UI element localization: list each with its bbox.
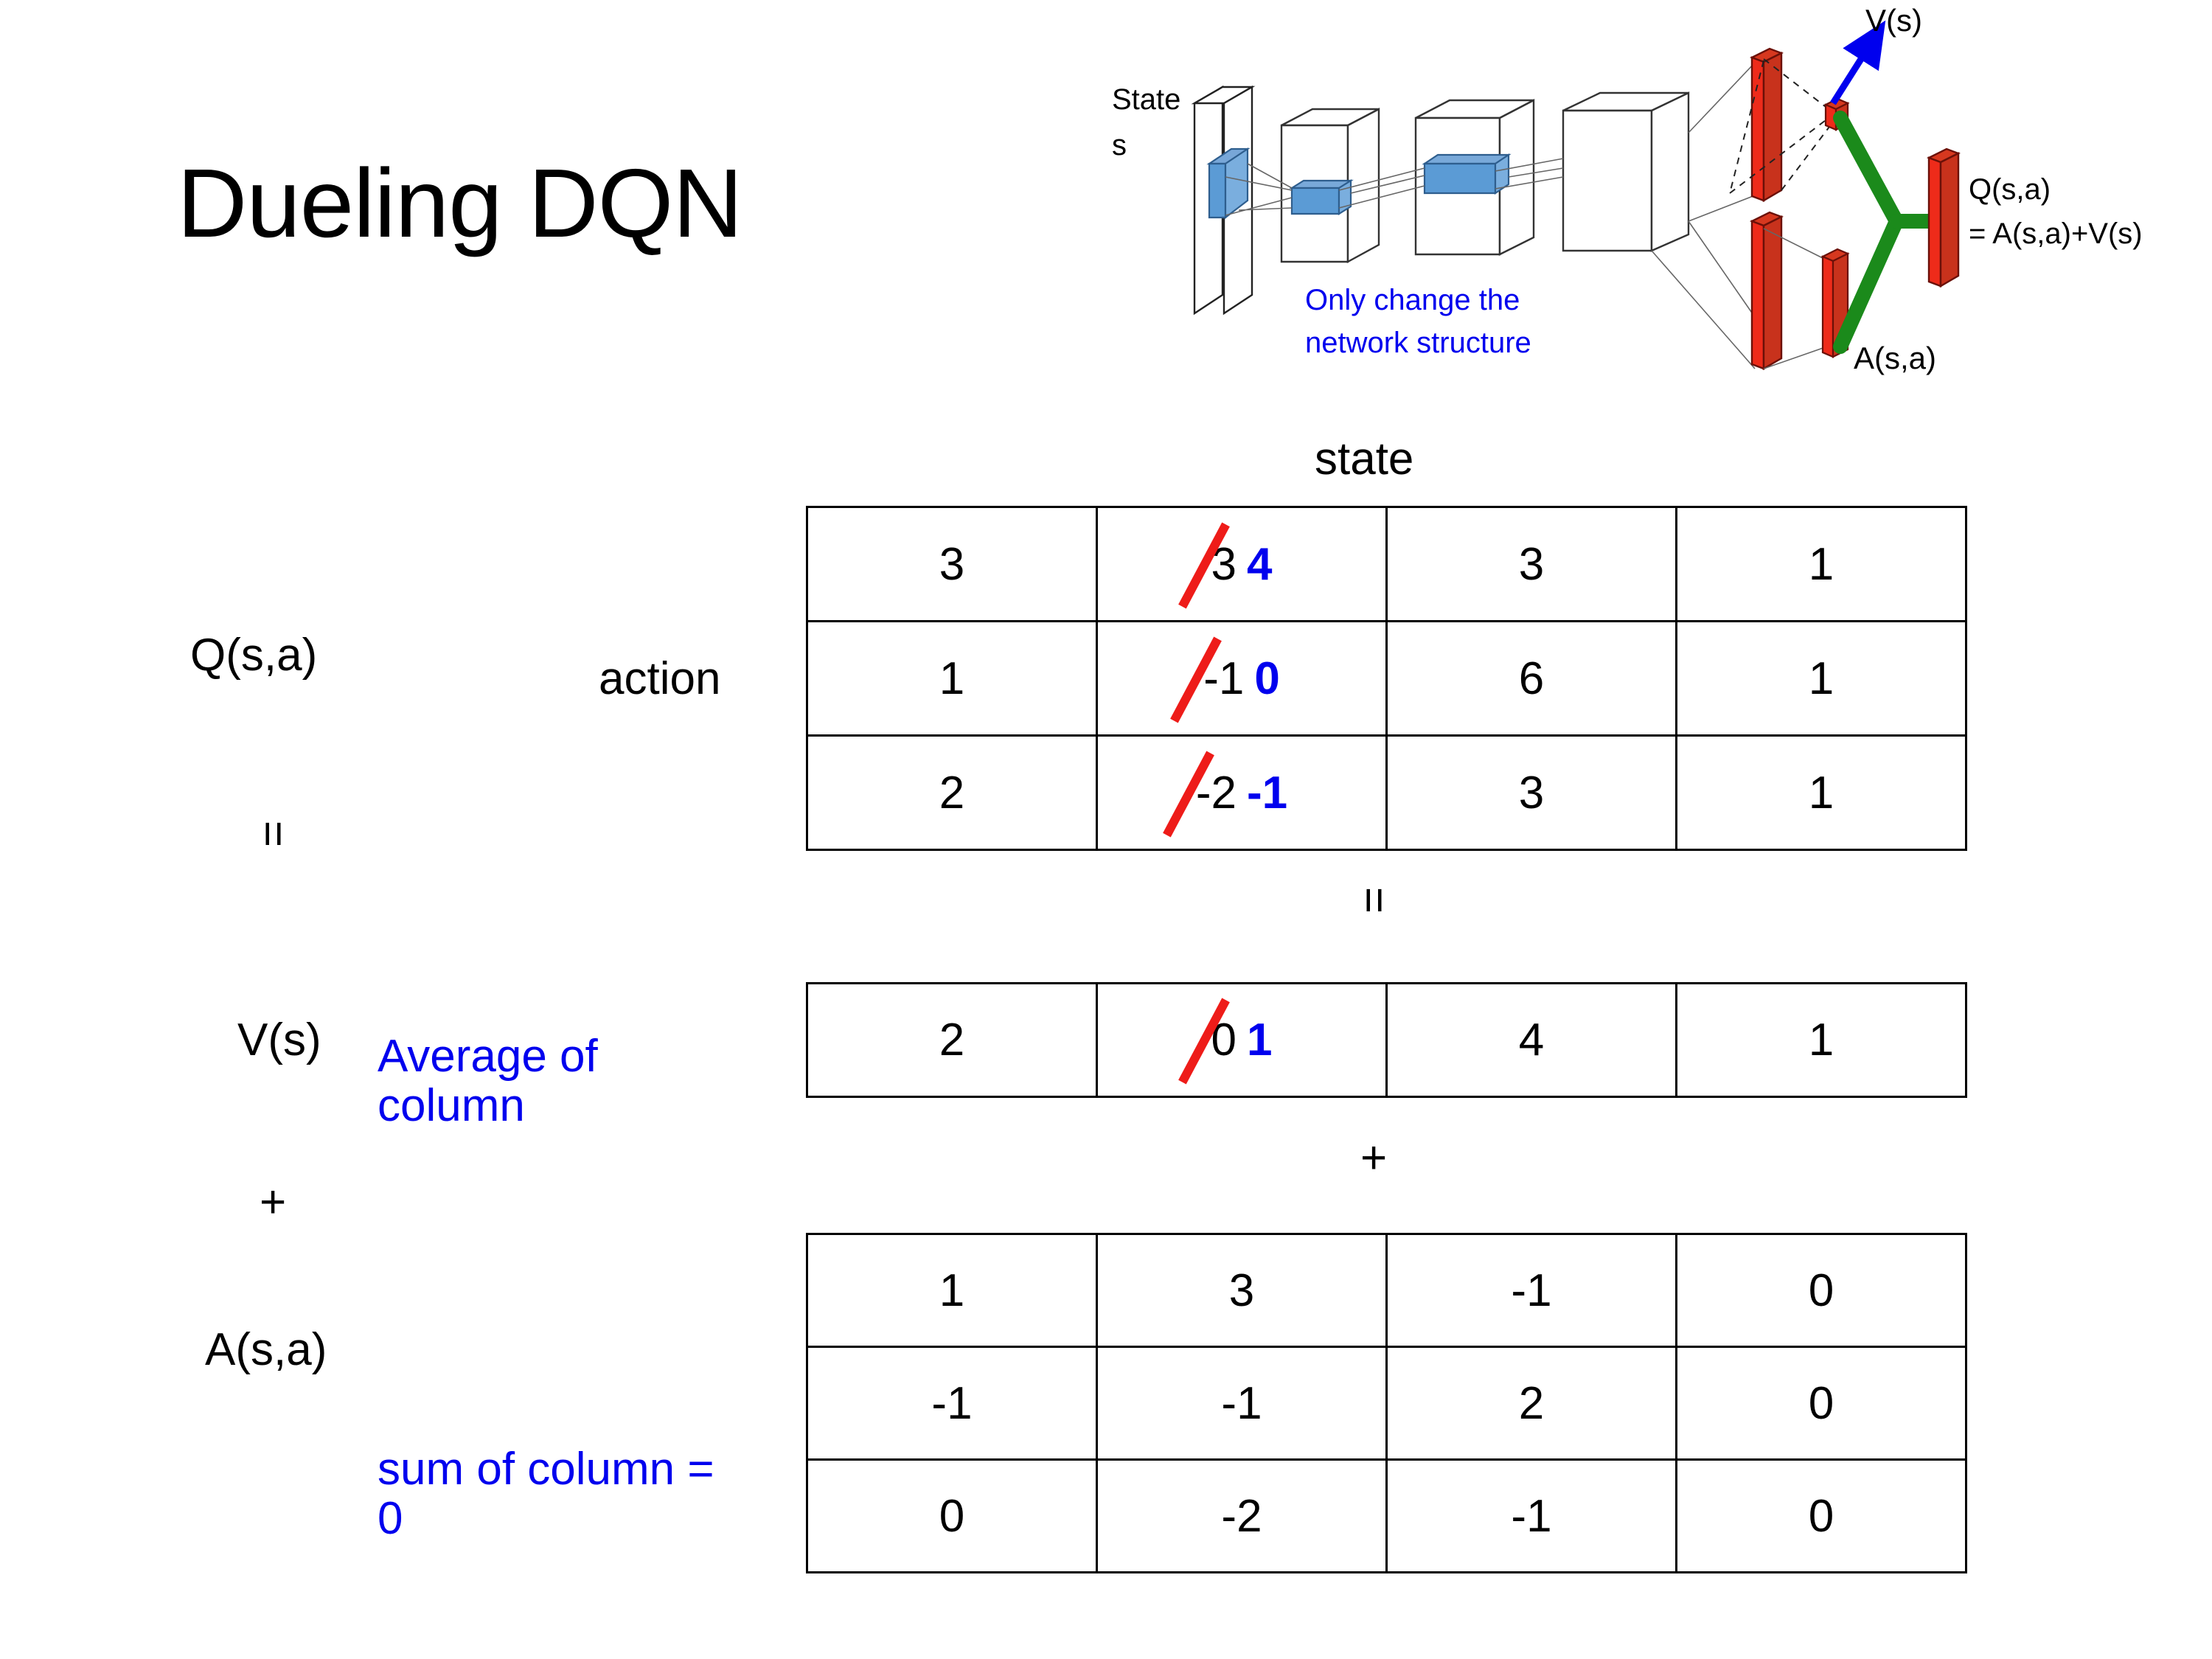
corrected-new-value: 1: [1247, 1015, 1273, 1065]
diagram-output-label-line2: = A(s,a)+V(s): [1969, 218, 2143, 250]
table-cell: 1: [1675, 506, 1967, 622]
page-title: Dueling DQN: [177, 149, 743, 257]
corrected-new-value: -1: [1247, 767, 1288, 818]
table-cell: -2: [1096, 1458, 1388, 1573]
table-cell: 2: [806, 982, 1098, 1098]
table-cell: -1: [1385, 1233, 1677, 1348]
table-cell: 1: [1675, 620, 1967, 737]
table-cell: 0: [1675, 1458, 1967, 1573]
table-cell: 6: [1385, 620, 1677, 737]
equals-sign-left: =: [248, 820, 299, 848]
table-cell: 2: [1385, 1346, 1677, 1461]
table-cell: 1: [806, 620, 1098, 737]
table-cell: 1: [1675, 982, 1967, 1098]
struck-old-value: 0: [1211, 1015, 1237, 1065]
q-function-label: Q(s,a): [190, 630, 318, 681]
table-cell: 3: [1385, 506, 1677, 622]
diagram-input-label-line1: State: [1112, 83, 1180, 116]
v-function-label: V(s): [237, 1015, 321, 1065]
plus-sign-middle: +: [1360, 1133, 1388, 1183]
plus-sign-left: +: [260, 1177, 287, 1228]
table-cell: -1: [806, 1346, 1098, 1461]
table-cell: 3: [806, 506, 1098, 622]
table-cell: 3: [1096, 1233, 1388, 1348]
action-axis-label: action: [599, 653, 721, 704]
table-cell: 1: [1675, 734, 1967, 851]
table-cell: -1: [1385, 1458, 1677, 1573]
equals-sign-middle: =: [1349, 886, 1400, 914]
average-of-column-note: Average of column: [378, 1031, 598, 1131]
diagram-value-stream-label: V(s): [1865, 3, 1922, 38]
table-cell: 0: [806, 1458, 1098, 1573]
a-function-label: A(s,a): [205, 1324, 327, 1375]
sum-of-column-note: sum of column = 0: [378, 1444, 714, 1544]
table-cell: 0: [1675, 1346, 1967, 1461]
state-axis-label: state: [1315, 434, 1414, 484]
dueling-network-diagram: State s Only change the network structur…: [1091, 0, 2212, 413]
table-cell: 2: [806, 734, 1098, 851]
diagram-note-line1: Only change the: [1305, 284, 1520, 316]
table-cell: 4: [1385, 982, 1677, 1098]
diagram-advantage-stream-label: A(s,a): [1854, 341, 1936, 375]
struck-old-value: 3: [1211, 538, 1237, 590]
table-cell: -1: [1096, 1346, 1388, 1461]
struck-old-value: -1: [1203, 653, 1245, 704]
diagram-output-label-line1: Q(s,a): [1969, 173, 2051, 206]
corrected-new-value: 0: [1254, 653, 1280, 704]
corrected-new-value: 4: [1247, 538, 1273, 590]
diagram-input-label-line2: s: [1112, 129, 1127, 161]
diagram-note-line2: network structure: [1305, 327, 1531, 359]
table-cell-edited: -2-1: [1096, 734, 1388, 851]
struck-old-value: -2: [1195, 767, 1237, 818]
table-cell: 3: [1385, 734, 1677, 851]
table-cell: 1: [806, 1233, 1098, 1348]
table-cell: 0: [1675, 1233, 1967, 1348]
